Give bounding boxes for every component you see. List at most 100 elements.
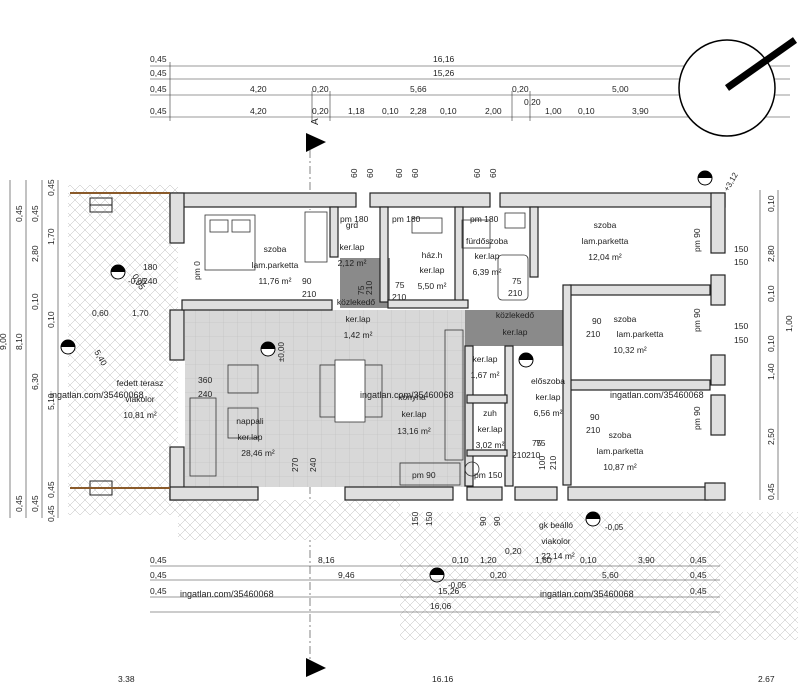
dim-top4-seg2: 0,20 bbox=[312, 106, 329, 116]
svg-text:fedett terasz: fedett terasz bbox=[117, 378, 164, 388]
svg-text:ingatlan.com/35460068: ingatlan.com/35460068 bbox=[50, 390, 144, 400]
dim-top4-seg7: 2,00 bbox=[485, 106, 502, 116]
section-marker-bottom bbox=[306, 658, 326, 677]
dim-top3-seg2: 0,20 bbox=[312, 84, 329, 94]
tiled-floor-hallway bbox=[465, 310, 570, 346]
svg-text:60: 60 bbox=[410, 168, 420, 178]
svg-text:210: 210 bbox=[392, 292, 406, 302]
svg-text:ker.lap: ker.lap bbox=[419, 265, 444, 275]
svg-text:lam.parketta: lam.parketta bbox=[582, 236, 629, 246]
svg-text:0,45: 0,45 bbox=[14, 205, 24, 222]
room-bedroom2: szoba lam.parketta 12,04 m² bbox=[582, 220, 629, 262]
svg-text:210: 210 bbox=[548, 456, 558, 470]
svg-text:150: 150 bbox=[734, 321, 748, 331]
svg-text:2,80: 2,80 bbox=[30, 245, 40, 262]
svg-text:2,12 m²: 2,12 m² bbox=[338, 258, 367, 268]
svg-text:210: 210 bbox=[586, 425, 600, 435]
svg-text:fürdőszoba: fürdőszoba bbox=[466, 236, 508, 246]
svg-text:5,50 m²: 5,50 m² bbox=[418, 281, 447, 291]
svg-text:lam.parketta: lam.parketta bbox=[252, 260, 299, 270]
svg-text:13,16 m²: 13,16 m² bbox=[397, 426, 431, 436]
svg-text:ker.lap: ker.lap bbox=[401, 409, 426, 419]
walls bbox=[169, 192, 726, 501]
svg-text:0,45: 0,45 bbox=[30, 205, 40, 222]
svg-text:viakolor: viakolor bbox=[125, 394, 154, 404]
room-carport: gk beálló viakolor 22,14 m² bbox=[539, 520, 575, 561]
room-pantry: ker.lap 1,67 m² bbox=[471, 354, 500, 380]
svg-text:ingatlan.com/35460068: ingatlan.com/35460068 bbox=[610, 390, 704, 400]
svg-text:150: 150 bbox=[734, 335, 748, 345]
svg-text:3,90: 3,90 bbox=[638, 555, 655, 565]
svg-text:75: 75 bbox=[356, 285, 366, 295]
level-label-terrace: -0,05 bbox=[128, 277, 147, 286]
dim-top1-total: 16,16 bbox=[433, 54, 455, 64]
svg-text:grd: grd bbox=[346, 220, 359, 230]
room-bedroom3: szoba lam.parketta 10,32 m² bbox=[613, 314, 663, 355]
svg-text:gk beálló: gk beálló bbox=[539, 520, 573, 530]
svg-text:zuh: zuh bbox=[483, 408, 497, 418]
toilet-icon bbox=[411, 217, 443, 234]
svg-text:10,81 m²: 10,81 m² bbox=[123, 410, 157, 420]
room-bedroom1: szoba lam.parketta 11,76 m² bbox=[252, 244, 299, 286]
level-markers: ±0,00 -0,05 -0,05 -0,05 +3,12 bbox=[60, 170, 740, 590]
coffee-table-icon bbox=[227, 407, 259, 439]
svg-text:0,20: 0,20 bbox=[490, 570, 507, 580]
svg-text:lam.parketta: lam.parketta bbox=[597, 446, 644, 456]
bed-icon bbox=[204, 214, 256, 271]
svg-text:10,32 m²: 10,32 m² bbox=[613, 345, 647, 355]
dim-top2-left: 0,45 bbox=[150, 68, 167, 78]
svg-text:0,10: 0,10 bbox=[766, 195, 776, 212]
dim-top3-seg1: 4,20 bbox=[250, 84, 267, 94]
svg-text:210: 210 bbox=[508, 288, 522, 298]
door-labels: pm 180 pm 180 pm 180 pm 90 pm 0 pm 90 pm… bbox=[192, 214, 702, 480]
section-label: A bbox=[310, 118, 321, 125]
svg-text:12,04 m²: 12,04 m² bbox=[588, 252, 622, 262]
svg-text:előszoba: előszoba bbox=[531, 376, 565, 386]
svg-text:0,45: 0,45 bbox=[150, 570, 167, 580]
room-labels: szoba lam.parketta 11,76 m² grd ker.lap … bbox=[117, 220, 664, 561]
shower-icon bbox=[461, 219, 491, 249]
bottom-dimension-chains: 0,45 8,16 0,10 1,20 1,60 0,10 3,90 0,45 … bbox=[118, 546, 775, 682]
svg-text:0,10: 0,10 bbox=[766, 285, 776, 302]
svg-text:0,45: 0,45 bbox=[150, 586, 167, 596]
dim-top4-seg9: 0,10 bbox=[578, 106, 595, 116]
svg-text:1,40: 1,40 bbox=[766, 363, 776, 380]
svg-text:ker.lap: ker.lap bbox=[472, 354, 497, 364]
svg-text:ker.lap: ker.lap bbox=[474, 251, 499, 261]
svg-text:90: 90 bbox=[478, 516, 488, 526]
front-paving bbox=[178, 500, 400, 540]
svg-text:210: 210 bbox=[526, 450, 540, 460]
svg-text:szoba: szoba bbox=[609, 430, 632, 440]
left-dimension-chains: 9,00 8,10 0,45 0,45 0,45 2,80 0,10 6,30 … bbox=[0, 179, 59, 522]
svg-text:0,45: 0,45 bbox=[690, 570, 707, 580]
bathtub-icon bbox=[497, 254, 529, 301]
svg-text:16,06: 16,06 bbox=[430, 601, 452, 611]
dim-top4-seg5: 2,28 bbox=[410, 106, 427, 116]
dim-top1-left: 0,45 bbox=[150, 54, 167, 64]
svg-text:0,20: 0,20 bbox=[505, 546, 522, 556]
svg-text:ker.lap: ker.lap bbox=[477, 424, 502, 434]
left-dim-8-10: 8,10 bbox=[14, 333, 24, 350]
svg-text:0,45: 0,45 bbox=[150, 555, 167, 565]
driveway-paving bbox=[400, 512, 798, 640]
room-kitchen: konyha ker.lap 13,16 m² bbox=[397, 392, 431, 436]
room-hall: előszoba ker.lap 6,56 m² bbox=[531, 376, 565, 418]
right-dimension-chains: 150 150 150 150 0,10 2,80 0,10 1,00 0,10… bbox=[734, 190, 794, 500]
svg-text:viakolor: viakolor bbox=[541, 536, 570, 546]
wardrobe-icon bbox=[304, 211, 328, 263]
svg-text:240: 240 bbox=[308, 458, 318, 472]
svg-text:75: 75 bbox=[395, 280, 405, 290]
svg-text:szoba: szoba bbox=[594, 220, 617, 230]
svg-text:180: 180 bbox=[143, 262, 157, 272]
dim-top4-seg6: 0,10 bbox=[440, 106, 457, 116]
svg-text:0,45: 0,45 bbox=[46, 505, 56, 522]
room-bedroom4: szoba lam.parketta 10,87 m² bbox=[597, 430, 644, 472]
svg-text:3,38: 3,38 bbox=[118, 674, 135, 682]
svg-text:270: 270 bbox=[290, 458, 300, 472]
svg-text:90: 90 bbox=[492, 516, 502, 526]
kitchen-counter-icon bbox=[399, 462, 461, 486]
dim-top3b: 0,20 bbox=[524, 97, 541, 107]
level-marker-icon bbox=[60, 170, 713, 583]
dim-top3-seg4: 0,20 bbox=[512, 84, 529, 94]
terrace-paving bbox=[68, 185, 178, 515]
